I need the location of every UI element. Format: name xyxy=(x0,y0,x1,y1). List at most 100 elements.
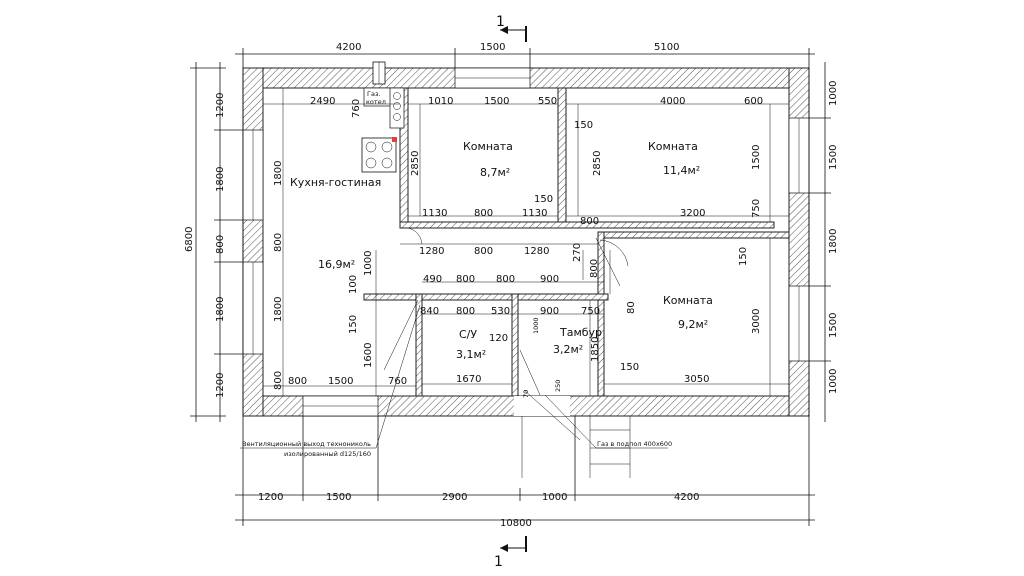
dimension-labels: 4200 1500 5100 1200 1500 2900 1000 4200 … xyxy=(258,42,763,529)
dim-k-760b: 760 xyxy=(388,376,407,387)
dim-r2-3200: 3200 xyxy=(680,208,705,219)
dim-c-1280b: 1280 xyxy=(524,246,549,257)
dim-w-530: 530 xyxy=(491,306,510,317)
dim-right-2: 1500 xyxy=(828,145,839,170)
dim-r2-800: 800 xyxy=(580,216,599,227)
boiler-label-1: Газ. xyxy=(367,90,380,98)
dim-left-1: 1200 xyxy=(215,93,226,118)
room1-name: Комната xyxy=(463,140,513,153)
dim-v-1850: 1850 xyxy=(590,337,601,362)
vestibule-name: Тамбур xyxy=(559,326,602,339)
dim-v-70: 70 xyxy=(522,390,530,398)
dim-top-1: 4200 xyxy=(336,42,361,53)
dim-bot-2: 1500 xyxy=(326,492,351,503)
dim-bot-1: 1200 xyxy=(258,492,283,503)
dim-r1-150: 150 xyxy=(534,194,553,205)
dim-left-2: 1800 xyxy=(215,167,226,192)
dim-total-width: 10800 xyxy=(500,518,532,529)
section-marker-bottom xyxy=(500,536,527,552)
dimension-labels-vertical: 6800 1200 1800 800 1800 1200 1000 1500 1… xyxy=(184,81,839,398)
dim-k-1500: 1500 xyxy=(328,376,353,387)
dim-w-900: 900 xyxy=(540,274,559,285)
dim-r1-2850: 2850 xyxy=(410,151,421,176)
dim-left-4: 1800 xyxy=(215,297,226,322)
dim-r1-1010: 1010 xyxy=(428,96,453,107)
leader-lines xyxy=(240,304,668,449)
room2-area: 11,4м² xyxy=(663,164,700,177)
section-label-top: 1 xyxy=(496,14,505,30)
dim-k-1600: 1600 xyxy=(363,343,374,368)
dim-w-490: 490 xyxy=(423,274,442,285)
room1-area: 8,7м² xyxy=(480,166,510,179)
dim-bot-3: 2900 xyxy=(442,492,467,503)
dim-k-800: 800 xyxy=(273,233,284,252)
dimension-lines xyxy=(190,48,831,526)
dim-v-1000: 1000 xyxy=(532,317,540,334)
dim-r2-1500: 1500 xyxy=(751,145,762,170)
room-labels: Кухня-гостиная 16,9м² Комната 8,7м² Комн… xyxy=(290,140,713,361)
vent-note-2: изолированный d125/160 xyxy=(284,450,371,458)
dim-c-1280a: 1280 xyxy=(419,246,444,257)
dim-c-800: 800 xyxy=(474,246,493,257)
gas-note: Газ в подпол 400х600 xyxy=(597,440,672,448)
dim-r3-3000: 3000 xyxy=(751,309,762,334)
dim-r3-150a: 150 xyxy=(738,247,749,266)
dim-k-top: 2490 xyxy=(310,96,335,107)
boiler-label-2: котел xyxy=(366,98,386,106)
dim-k-760: 760 xyxy=(351,99,362,118)
dim-right-3: 1800 xyxy=(828,229,839,254)
dim-r1-1130a: 1130 xyxy=(422,208,447,219)
dim-w-750: 750 xyxy=(581,306,600,317)
dim-right-4: 1500 xyxy=(828,313,839,338)
dim-k-1800b: 1800 xyxy=(273,297,284,322)
dim-r2-750: 750 xyxy=(751,199,762,218)
dim-v-250: 250 xyxy=(554,380,562,392)
dim-w-800c: 800 xyxy=(456,306,475,317)
dim-r3-80: 80 xyxy=(626,301,637,314)
dim-r1-550: 550 xyxy=(538,96,557,107)
room3-area: 9,2м² xyxy=(678,318,708,331)
dim-r1-1500: 1500 xyxy=(484,96,509,107)
dim-w-900b: 900 xyxy=(540,306,559,317)
section-marker-top xyxy=(500,26,527,42)
room3-name: Комната xyxy=(663,294,713,307)
dim-k-1800a: 1800 xyxy=(273,161,284,186)
windows xyxy=(242,67,810,417)
section-label-bottom: 1 xyxy=(494,554,503,570)
dim-w-1670: 1670 xyxy=(456,374,481,385)
dim-c-270: 270 xyxy=(572,243,583,262)
vestibule-area: 3,2м² xyxy=(553,343,583,356)
dim-bot-5: 4200 xyxy=(674,492,699,503)
room-kitchen-area: 16,9м² xyxy=(318,258,355,271)
dim-k-100: 100 xyxy=(348,275,359,294)
dim-r3-150b: 150 xyxy=(620,362,639,373)
annotations: Газ. котел Вентиляционный выход техноник… xyxy=(242,14,672,570)
dim-r2-150: 150 xyxy=(574,120,593,131)
dim-left-5: 1200 xyxy=(215,373,226,398)
dim-r1-1130b: 1130 xyxy=(522,208,547,219)
dim-k-150: 150 xyxy=(348,315,359,334)
dim-k-800b: 800 xyxy=(288,376,307,387)
vent-note-1: Вентиляционный выход технониколь xyxy=(242,440,371,448)
room2-name: Комната xyxy=(648,140,698,153)
stove xyxy=(361,137,397,173)
room-kitchen-name: Кухня-гостиная xyxy=(290,176,381,189)
dim-r2-4000: 4000 xyxy=(660,96,685,107)
dim-k-1000: 1000 xyxy=(363,251,374,276)
dim-total-height: 6800 xyxy=(184,227,195,252)
dim-bot-4: 1000 xyxy=(542,492,567,503)
wc-area: 3,1м² xyxy=(456,348,486,361)
dim-w-120: 120 xyxy=(489,333,508,344)
dim-r3-800: 800 xyxy=(589,259,600,278)
dim-w-840: 840 xyxy=(420,306,439,317)
dim-left-3: 800 xyxy=(215,235,226,254)
doors xyxy=(383,227,629,441)
dim-k-800-bottom: 800 xyxy=(273,371,284,390)
dim-w-800b: 800 xyxy=(496,274,515,285)
dim-r3-3050: 3050 xyxy=(684,374,709,385)
boiler xyxy=(363,61,405,142)
dim-w-800a: 800 xyxy=(456,274,475,285)
dim-right-5: 1000 xyxy=(828,369,839,394)
dim-right-1: 1000 xyxy=(828,81,839,106)
